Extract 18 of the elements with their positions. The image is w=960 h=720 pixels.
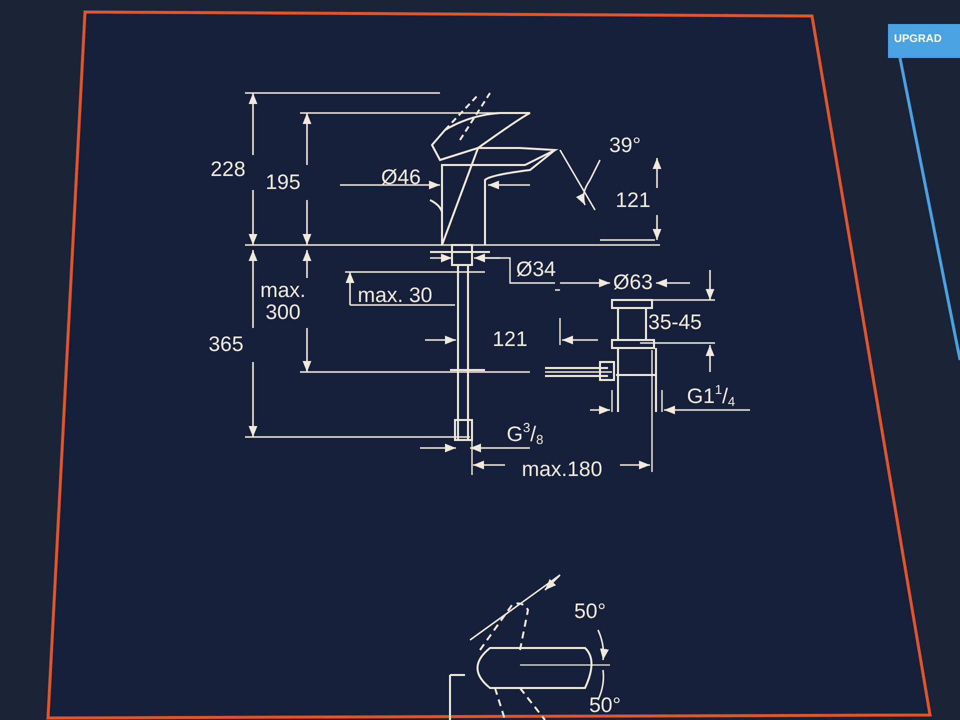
dimension-label: max.180 — [522, 458, 602, 482]
dimension-label: 228 — [210, 158, 246, 182]
thread-label: G1$^{1}$/$_{4}$ — [686, 383, 736, 409]
dimension-label: 365 — [208, 334, 244, 356]
dimension-label: max. 300 — [259, 280, 307, 324]
diameter-label: Ø63 — [613, 272, 653, 294]
dimension-label: 195 — [265, 172, 301, 194]
angle-label: 50° — [574, 600, 606, 624]
dimension-label: 35-45 — [648, 312, 702, 334]
angle-label: 39° — [609, 134, 641, 158]
diameter-label: Ø34 — [516, 258, 556, 282]
diameter-label: Ø46 — [381, 166, 421, 190]
dimension-label: 121 — [492, 328, 528, 352]
banner-text: UPGRAD — [894, 33, 942, 45]
thread-label: G$^{3}$/$_{8}$ — [506, 421, 544, 447]
angle-label: 50° — [589, 694, 621, 718]
dimension-label: max. 30 — [358, 284, 432, 308]
dimension-label: 121 — [615, 190, 651, 212]
